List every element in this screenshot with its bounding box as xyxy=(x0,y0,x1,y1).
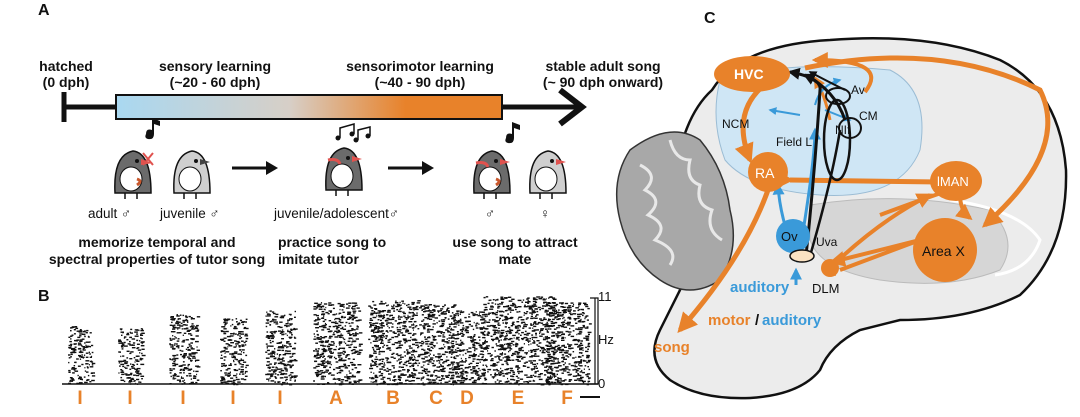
spectrogram xyxy=(62,296,599,386)
syllable-label: I xyxy=(180,388,186,409)
nucleus-nif xyxy=(838,117,862,139)
panel-a-letter: A xyxy=(38,2,50,19)
caption-memorize-line2: spectral properties of tutor song xyxy=(48,251,266,267)
stage-sensorimotor-name: sensorimotor learning xyxy=(346,58,494,74)
female-bird-icon xyxy=(529,150,567,199)
syllable-label: I xyxy=(277,388,283,409)
nucleus-areax xyxy=(913,218,977,282)
spectrogram-ymax: 11 xyxy=(598,289,612,304)
stage-adult-age: (~ 90 dph onward) xyxy=(542,74,664,90)
nucleus-ov xyxy=(776,219,810,253)
label-ncm: NCM xyxy=(722,117,749,131)
stage-hatched-age: (0 dph) xyxy=(42,74,90,90)
adolescent-bird-icon xyxy=(325,147,363,196)
syllable-spectrum xyxy=(265,310,298,386)
brain-diagram: HVC Av CM NIf NCM Field L RA lMAN Area X… xyxy=(615,36,1068,400)
juvenile-bird-label: juvenile ♂ xyxy=(160,206,220,221)
label-motor: motor xyxy=(708,312,751,329)
label-slash: / xyxy=(755,312,760,329)
caption-attract: use song to attract mate xyxy=(430,234,600,268)
female-symbol-label: ♀ xyxy=(540,206,551,221)
syllable-label: F xyxy=(561,388,573,409)
stage-adult: stable adult song (~ 90 dph onward) xyxy=(528,58,678,90)
caption-memorize: memorize temporal and spectral propertie… xyxy=(22,234,292,268)
syllable-label: B xyxy=(386,388,400,409)
nucleus-ra xyxy=(748,152,788,192)
label-lman: lMAN xyxy=(937,174,969,189)
syllable-spectrum xyxy=(483,296,557,386)
syllable-label: C xyxy=(429,388,443,409)
juvenile-bird-icon xyxy=(173,150,211,199)
stage-hatched-name: hatched xyxy=(39,58,93,74)
time-scale-bar xyxy=(580,396,600,398)
adolescent-bird-label: juvenile/adolescent♂ xyxy=(274,206,399,221)
panel-a-graphics xyxy=(61,87,587,199)
singing-male-bird-icon xyxy=(473,150,511,199)
music-note-icon xyxy=(145,118,160,140)
spectrogram-ymin: 0 xyxy=(598,376,606,391)
male-symbol-label: ♂ xyxy=(485,206,496,221)
label-motor-auditory: auditory xyxy=(762,312,822,329)
stage-sensorimotor: sensorimotor learning (~40 - 90 dph) xyxy=(325,58,515,90)
music-note-icon xyxy=(505,122,520,144)
label-uva: Uva xyxy=(816,235,838,249)
timeline-gradient-bar xyxy=(115,94,503,120)
label-fieldl: Field L xyxy=(776,135,812,149)
syllable-spectrum xyxy=(368,300,421,386)
music-notes-icon xyxy=(335,123,371,143)
stage-hatched: hatched (0 dph) xyxy=(26,58,106,90)
nucleus-uva xyxy=(789,249,815,263)
panel-c-letter: C xyxy=(704,10,716,27)
label-auditory: auditory xyxy=(730,279,790,296)
syllable-label: I xyxy=(77,388,83,409)
panel-b-letter: B xyxy=(38,288,50,305)
caption-memorize-line1: memorize temporal and xyxy=(78,234,236,250)
syllable-spectrum xyxy=(118,328,146,385)
stage-sensory-name: sensory learning xyxy=(158,58,272,74)
syllable-label: I xyxy=(230,388,236,409)
caption-practice: practice song to imitate tutor xyxy=(278,234,418,268)
stage-adult-name: stable adult song xyxy=(545,58,661,74)
label-hvc: HVC xyxy=(734,66,764,82)
syllable-label: I xyxy=(127,388,133,409)
syllable-label: A xyxy=(329,388,343,409)
timeline-arrow xyxy=(61,87,587,127)
adult-bird-icon xyxy=(114,150,154,199)
label-nif: NIf xyxy=(835,123,851,137)
stage-sensory-age: (~20 - 60 dph) xyxy=(169,74,261,90)
nucleus-dlm xyxy=(821,259,839,277)
caption-practice-line1: practice song to xyxy=(278,234,387,250)
nucleus-lman xyxy=(930,161,982,201)
spectrogram-unit: Hz xyxy=(598,332,614,347)
syllable-label: D xyxy=(460,388,474,409)
syllable-spectrum xyxy=(545,302,592,386)
label-dlm: DLM xyxy=(812,281,839,296)
stage-sensorimotor-age: (~40 - 90 dph) xyxy=(374,74,466,90)
label-ov: Ov xyxy=(781,229,798,244)
nucleus-hvc xyxy=(714,56,790,92)
label-areax: Area X xyxy=(922,243,965,259)
syllable-spectrum xyxy=(169,314,201,385)
arrow-right-icon xyxy=(232,161,278,175)
caption-attract-line2: mate xyxy=(498,251,532,267)
caption-practice-line2: imitate tutor xyxy=(278,251,359,267)
caption-attract-line1: use song to attract xyxy=(452,234,578,250)
label-av: Av xyxy=(851,83,865,97)
syllable-spectrum xyxy=(220,318,249,386)
spectrogram-axis xyxy=(590,297,599,385)
label-song: song xyxy=(654,339,690,356)
syllable-label: E xyxy=(511,388,525,409)
label-ra: RA xyxy=(755,165,775,181)
syllable-spectrum xyxy=(418,304,458,386)
arrow-right-icon xyxy=(388,161,434,175)
syllable-spectrum xyxy=(450,310,488,386)
nucleus-av xyxy=(825,87,851,105)
syllable-spectrum xyxy=(68,326,96,385)
stage-sensory: sensory learning (~20 - 60 dph) xyxy=(120,58,310,90)
syllable-spectrum xyxy=(313,302,363,386)
adult-bird-label: adult ♂ xyxy=(88,206,132,221)
label-cm: CM xyxy=(859,109,878,123)
